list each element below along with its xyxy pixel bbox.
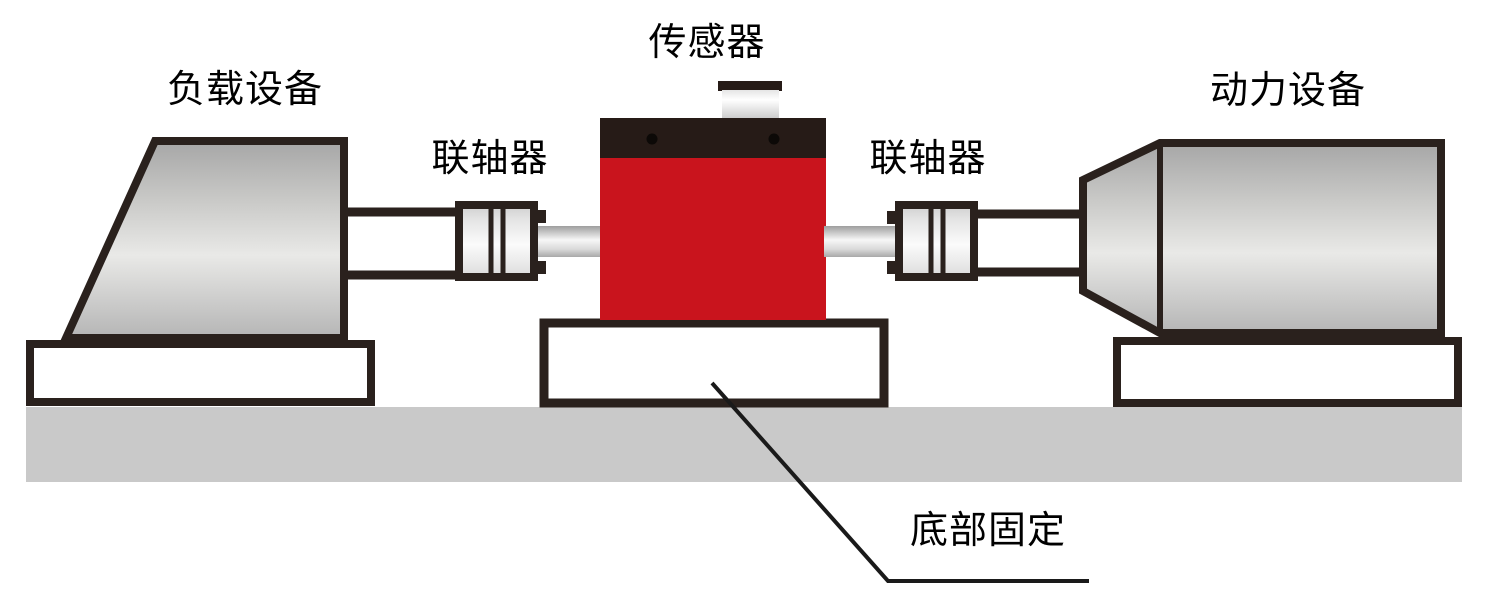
load-device-body — [59, 137, 348, 342]
sensor-bolt-right — [768, 133, 780, 145]
coupling-right-tab-bottom — [887, 261, 895, 274]
sensor-connector-stem — [722, 90, 779, 118]
power-device-body — [1079, 139, 1445, 337]
sensor-connector-cap — [718, 81, 782, 91]
coupling-right-dividers — [928, 209, 946, 273]
coupling-right-label: 联轴器 — [869, 136, 987, 180]
coupling-right-body — [895, 201, 978, 281]
power-device-label: 动力设备 — [1209, 68, 1367, 112]
power-device-group — [1079, 139, 1445, 337]
power-device-base — [1113, 337, 1462, 407]
shaft-sensor-to-coupling-right — [824, 226, 899, 257]
coupling-left-tab-bottom — [538, 261, 546, 274]
sensor-top-band — [600, 118, 826, 158]
shaft-load-to-coupling — [344, 207, 459, 280]
coupling-left-dividers — [488, 209, 506, 273]
shaft-coupling-to-sensor-left — [538, 226, 602, 257]
coupling-right-tab-top — [887, 211, 895, 224]
sensor-bolt-left — [646, 133, 658, 145]
shaft-coupling-to-motor — [974, 209, 1083, 277]
sensor-body — [600, 156, 826, 320]
bottom-fixed-label: 底部固定 — [909, 508, 1067, 552]
coupling-left-body — [455, 201, 538, 281]
load-device-label: 负载设备 — [166, 67, 324, 111]
coupling-right-group — [887, 201, 978, 281]
coupling-left-group — [455, 201, 546, 281]
bottom-fixed-leader-line — [710, 381, 1089, 583]
coupling-left-tab-top — [538, 210, 546, 223]
sensor-base — [539, 318, 889, 408]
coupling-left-label: 联轴器 — [431, 136, 549, 180]
load-device-base — [26, 340, 375, 406]
sensor-label: 传感器 — [648, 20, 766, 64]
sensor-group — [600, 81, 826, 320]
